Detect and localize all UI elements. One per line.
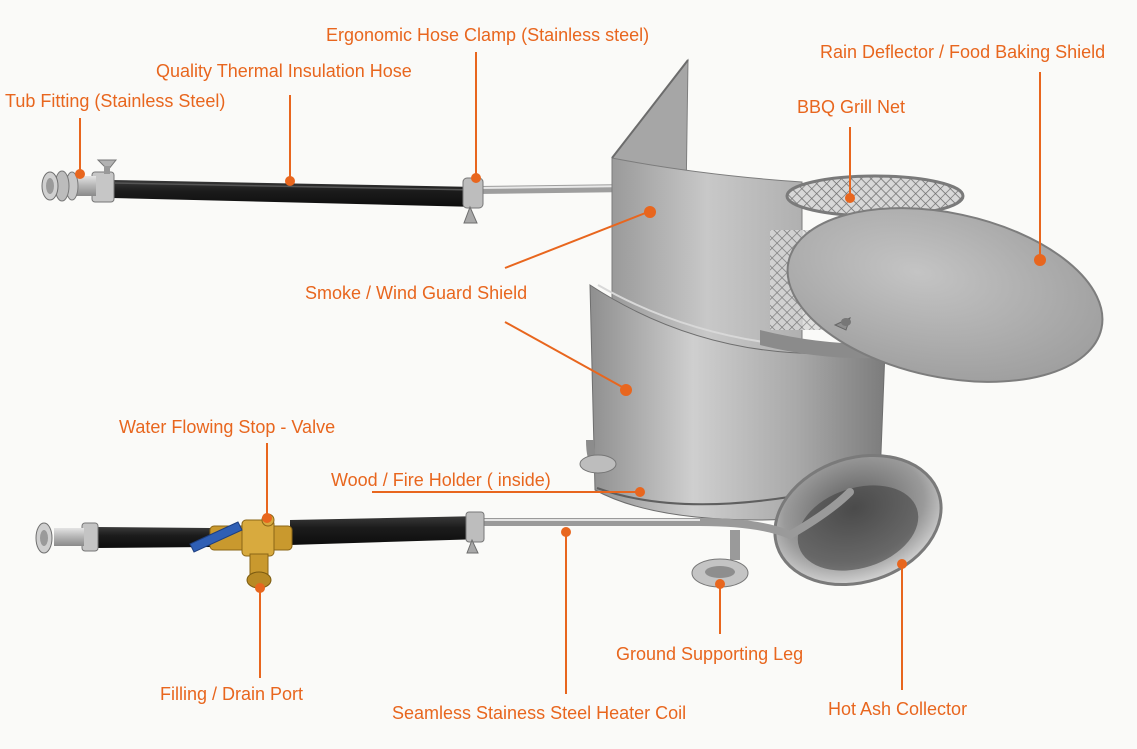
rain-deflector-graphic [786,207,1104,383]
dot-ash-collector [897,559,907,569]
lower-pipe-assembly [35,488,854,589]
dot-hose-clamp [471,173,481,183]
dot-smoke-shield-bottom [620,384,632,396]
callout-supporting-leg: Ground Supporting Leg [616,644,804,664]
callout-insulation-hose: Quality Thermal Insulation Hose [156,61,412,81]
leader-smoke-shield-top [504,211,649,269]
dot-grill-net [845,193,855,203]
leader-smoke-shield-bottom [504,321,625,389]
callout-drain-port: Filling / Drain Port [160,684,304,704]
dot-insulation-hose [285,176,295,186]
dot-drain-port [255,583,265,593]
callout-stop-valve: Water Flowing Stop - Valve [119,417,336,437]
dot-tub-fitting [75,169,85,179]
dot-supporting-leg [715,579,725,589]
dot-heater-coil [561,527,571,537]
heater-body-graphic [589,284,886,521]
dot-rain-deflector [1034,254,1046,266]
callout-rain-deflector: Rain Deflector / Food Baking Shield [820,42,1106,62]
callout-smoke-shield: Smoke / Wind Guard Shield [305,283,528,303]
callout-leaders [79,52,1041,694]
callout-fire-holder: Wood / Fire Holder ( inside) [331,470,551,490]
callout-dots [75,169,1046,593]
dot-fire-holder [635,487,645,497]
dot-smoke-shield-top [644,206,656,218]
callout-heater-coil: Seamless Stainess Steel Heater Coil [392,703,687,723]
smoke-shield-graphic [611,58,803,373]
callout-tub-fitting: Tub Fitting (Stainless Steel) [5,91,226,111]
legs-graphic [579,439,749,588]
callout-ash-collector: Hot Ash Collector [828,699,968,719]
dot-stop-valve [262,513,272,523]
upper-pipe-assembly [41,159,644,224]
callout-hose-clamp: Ergonomic Hose Clamp (Stainless steel) [326,25,650,45]
callout-grill-net: BBQ Grill Net [797,97,906,117]
